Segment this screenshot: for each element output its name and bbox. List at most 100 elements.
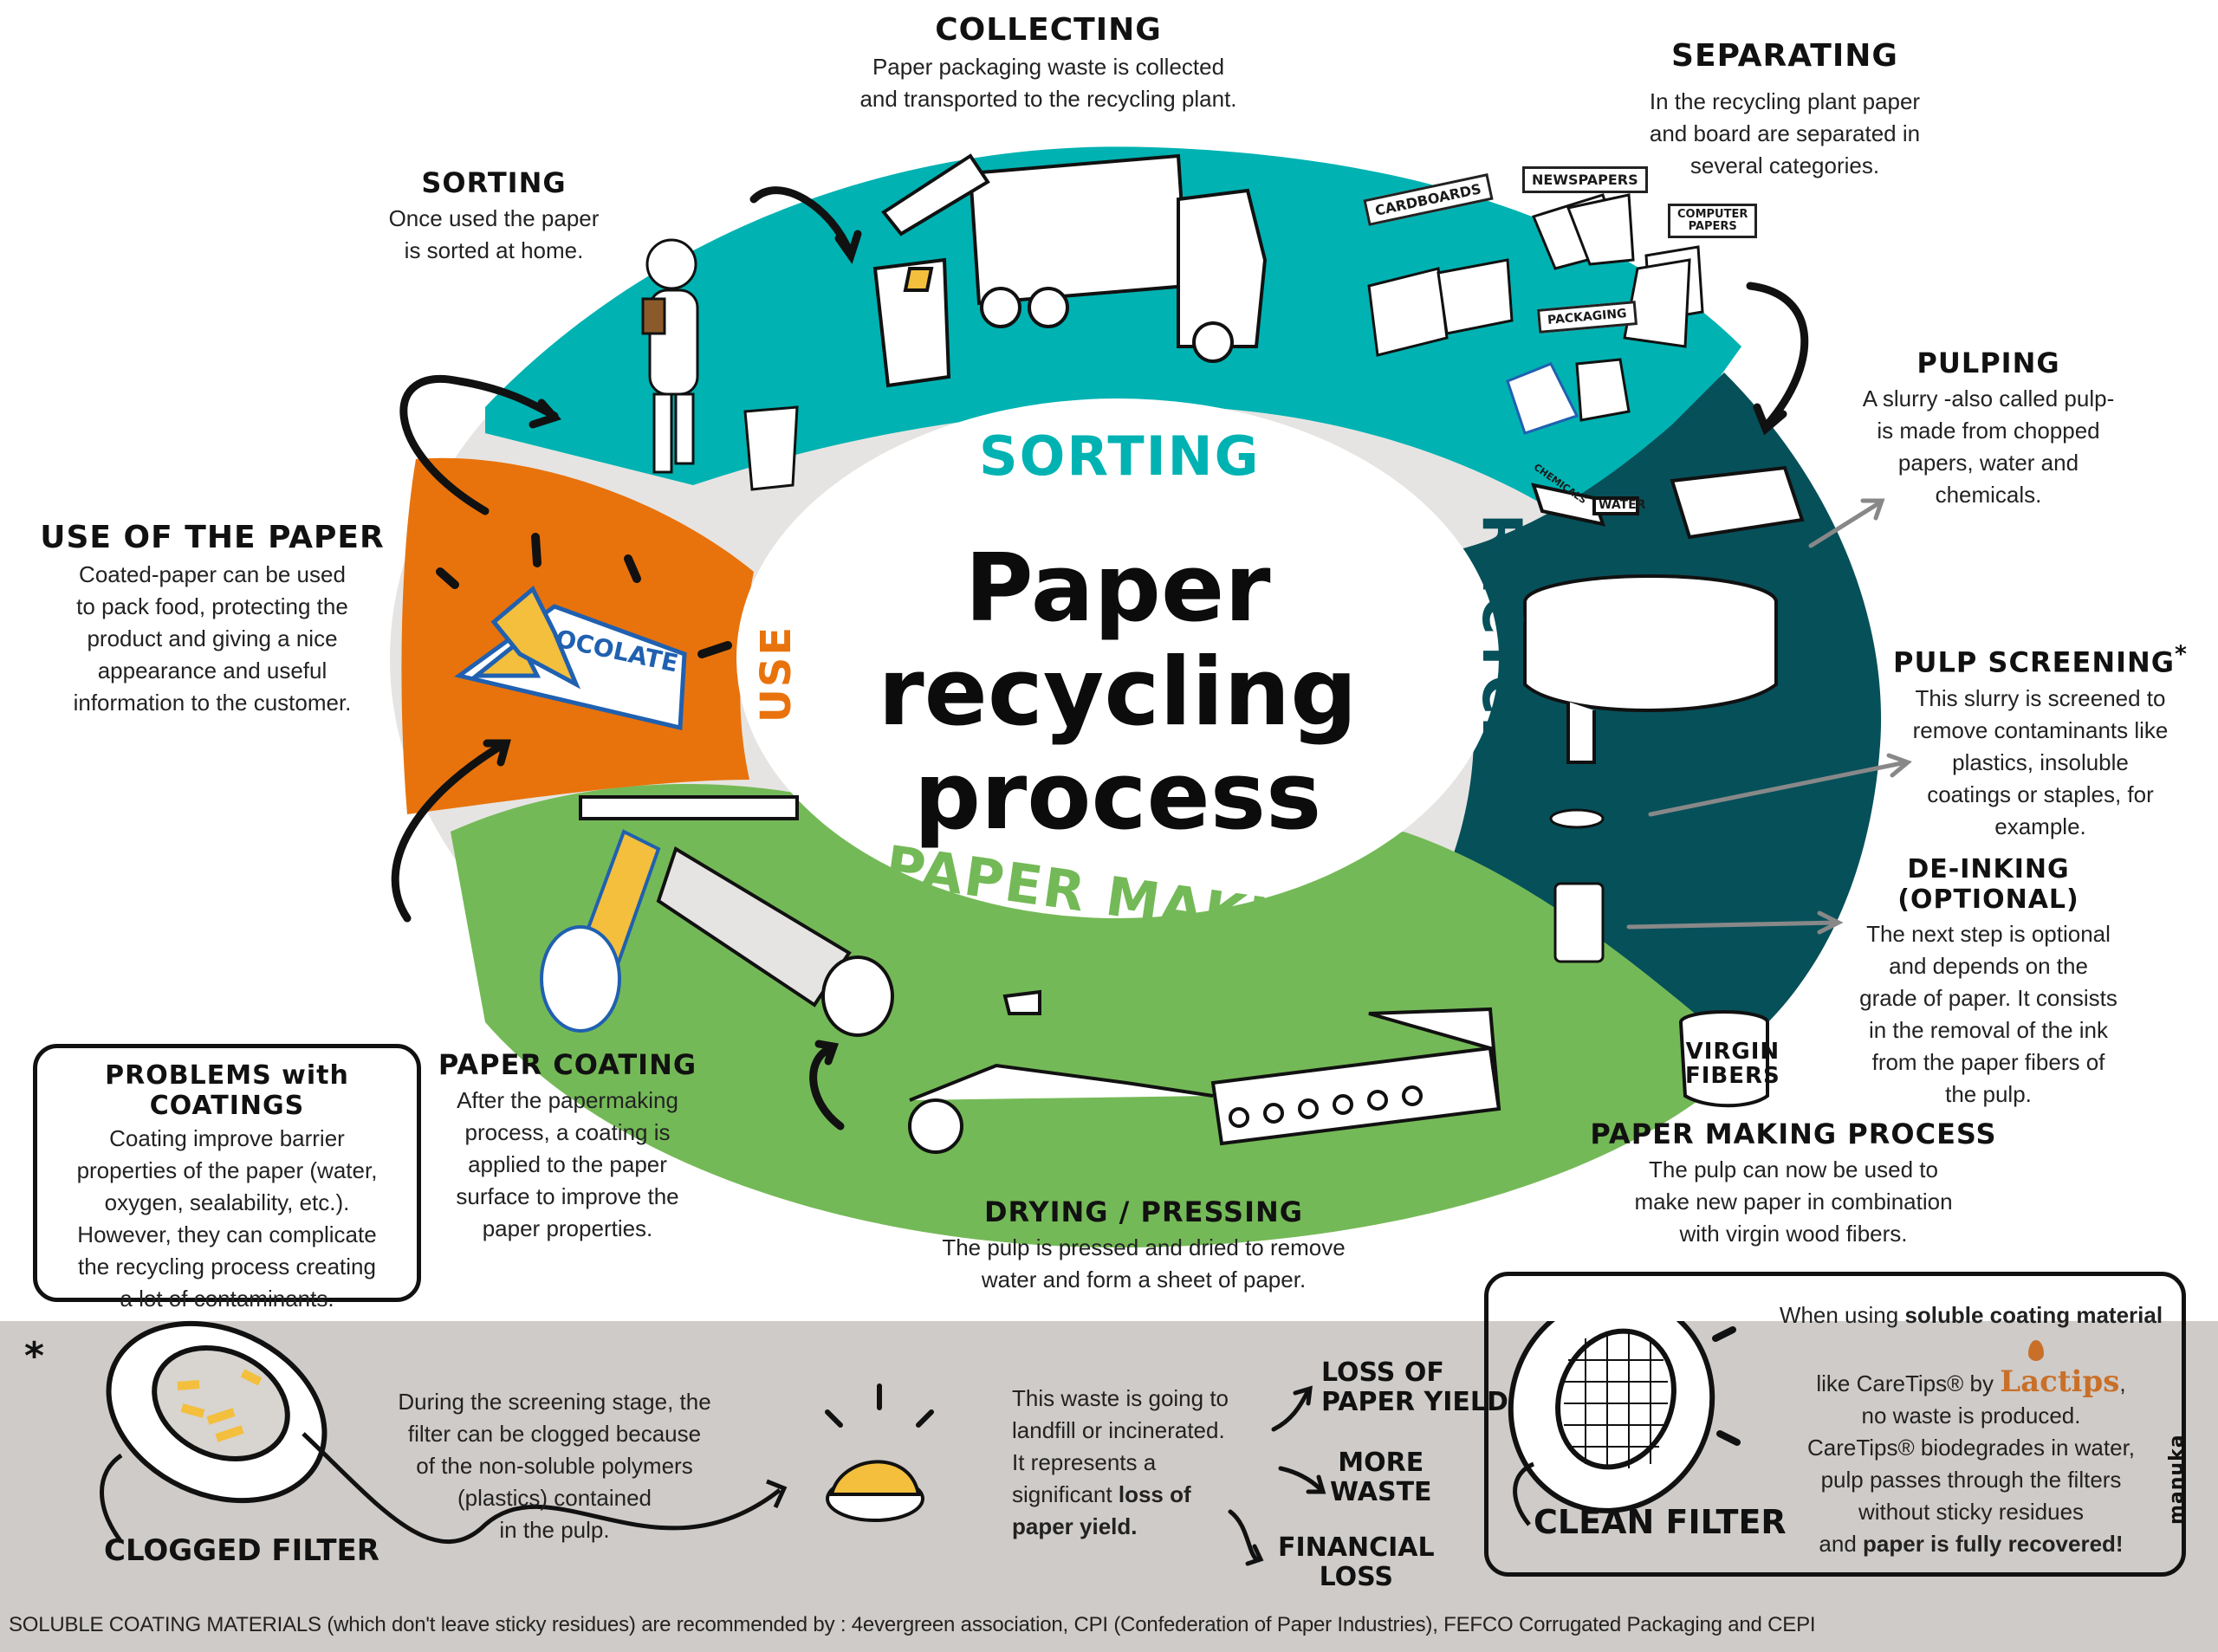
segment-sorting: [485, 146, 1741, 537]
desc-line: However, they can complicate: [77, 1221, 377, 1247]
desc-line: This slurry is screened to: [1915, 684, 2166, 711]
step-desc: The pulp is pressed and dried to remove …: [892, 1232, 1395, 1296]
desc-line: Coated-paper can be used: [79, 561, 346, 587]
title-line-1: Paper: [964, 534, 1271, 643]
consequence-more-waste: MORE WASTE: [1330, 1448, 1432, 1507]
desc-line: surface to improve the: [456, 1183, 679, 1209]
tag-computer-line1: COMPUTER: [1677, 208, 1748, 221]
step-title: SEPARATING: [1671, 38, 1898, 74]
consequence-line: PAPER YIELD: [1321, 1387, 1508, 1417]
problems-with-coatings-box: PROBLEMS with COATINGS Coating improve b…: [33, 1044, 421, 1312]
desc-line: Coating improve barrier: [109, 1125, 345, 1151]
screening-explanation: During the screening stage, the filter c…: [373, 1386, 736, 1546]
main-title: Paper recycling process: [875, 537, 1360, 849]
segment-label-recycling: RECYCLING: [1470, 513, 1534, 867]
problems-title: PROBLEMS with COATINGS: [105, 1060, 349, 1121]
clogged-filter-illustration: [106, 1320, 328, 1504]
consequence-line: LOSS OF: [1321, 1357, 1444, 1388]
plain-text: ,: [2119, 1370, 2126, 1396]
step-title: USE OF THE PAPER: [40, 520, 385, 555]
desc-line: in the pulp.: [499, 1517, 610, 1543]
desc-line: This waste is going to: [1012, 1385, 1229, 1411]
clean-filter-label: CLEAN FILTER: [1534, 1503, 1787, 1541]
step-title: SORTING: [421, 166, 567, 199]
person-sorting-illustration: [641, 238, 699, 474]
desc-line: in the removal of the ink: [1868, 1017, 2109, 1043]
lactips-logo: Lactips: [2000, 1364, 2120, 1399]
clean-line-1: When using soluble coating material: [1759, 1299, 2183, 1331]
step-desc: Once used the paper is sorted at home.: [355, 203, 632, 267]
desc-plain: significant: [1012, 1481, 1119, 1507]
recycling-bin-large: [872, 257, 951, 388]
desc-line: Once used the paper: [388, 205, 600, 231]
desc-line: is sorted at home.: [404, 237, 584, 263]
virgin-line2: FIBERS: [1685, 1063, 1780, 1089]
desc-line: a lot of contaminants.: [120, 1286, 334, 1312]
desc-line: remove contaminants like: [1912, 716, 2169, 743]
consequence-line: LOSS: [1319, 1562, 1394, 1592]
clogged-filter-label: CLOGGED FILTER: [104, 1533, 379, 1568]
consequence-line: WASTE: [1330, 1477, 1432, 1507]
clean-filter-illustration: [1508, 1292, 1741, 1513]
spacer: [1759, 1331, 2183, 1366]
desc-line: information to the customer.: [73, 690, 352, 716]
clean-line-4: CareTips® biodegrades in water,: [1806, 1435, 2136, 1461]
arrow-coating-to-use: [391, 741, 507, 923]
clean-line-6: without sticky residues: [1858, 1499, 2085, 1525]
desc-line: several categories.: [1689, 152, 1880, 178]
desc-line: the pulp.: [1945, 1081, 2032, 1107]
desc-line: (plastics) contained: [457, 1485, 652, 1511]
title-line-3: process: [913, 742, 1322, 851]
clean-filter-box: [1484, 1272, 2186, 1577]
desc-line: chemicals.: [1935, 482, 2042, 508]
desc-line: The pulp can now be used to: [1649, 1156, 1938, 1182]
step-desc: In the recycling plant paper and board a…: [1612, 86, 1958, 182]
step-collecting: COLLECTING Paper packaging waste is coll…: [806, 12, 1291, 115]
arrow-drying-to-coating: [809, 1044, 845, 1130]
desc-line: Paper packaging waste is collected: [872, 54, 1225, 80]
title-line-2: recycling: [878, 638, 1358, 747]
paper-machine-illustration: [908, 989, 1501, 1154]
footnote-asterisk: *: [2175, 641, 2188, 668]
desc-line: appearance and useful: [97, 658, 328, 683]
step-pulping: PULPING A slurry -also called pulp- is m…: [1828, 347, 2149, 511]
desc-line: is made from chopped: [1877, 418, 2100, 444]
step-de-inking: DE-INKING (OPTIONAL) The next step is op…: [1828, 854, 2149, 1111]
step-use-of-paper: USE OF THE PAPER Coated-paper can be use…: [39, 520, 386, 719]
footnote-asterisk-bottom: *: [24, 1334, 46, 1378]
computer-papers-illustration: [1623, 245, 1704, 348]
consequence-financial-loss: FINANCIAL LOSS: [1278, 1533, 1435, 1592]
desc-line: make new paper in combination: [1634, 1189, 1953, 1215]
desc-line: It represents a: [1012, 1449, 1157, 1475]
desc-line: from the paper fibers of: [1871, 1049, 2105, 1075]
desc-line: process, a coating is: [464, 1119, 671, 1145]
recycling-bin-small: [743, 405, 799, 491]
bold-text: paper is fully recovered!: [1863, 1531, 2124, 1557]
desc-line: and board are separated in: [1649, 120, 1921, 146]
desc-line: After the papermaking: [457, 1087, 678, 1113]
step-desc: A slurry -also called pulp- is made from…: [1828, 383, 2149, 511]
desc-line: A slurry -also called pulp-: [1862, 385, 2115, 411]
virgin-line1: VIRGIN: [1685, 1039, 1780, 1065]
desc-bold: paper yield.: [1012, 1513, 1138, 1539]
bold-text: soluble coating material: [1904, 1302, 2163, 1328]
clean-line-5: pulp passes through the filters: [1820, 1467, 2122, 1493]
clean-label-arrow: [1513, 1461, 1535, 1526]
tag-computer-line2: PAPERS: [1688, 220, 1737, 233]
clean-filter-explanation: When using soluble coating material like…: [1759, 1299, 2183, 1560]
step-title: PAPER MAKING PROCESS: [1590, 1118, 1997, 1150]
clean-line-3: no waste is produced.: [1861, 1403, 2081, 1428]
desc-line: filter can be clogged because: [407, 1421, 702, 1447]
segment-label-sorting: SORTING: [979, 424, 1261, 488]
step-desc: Paper packaging waste is collected and t…: [806, 51, 1291, 115]
desc-line: grade of paper. It consists: [1859, 985, 2117, 1011]
pulping-vat-illustration: [1523, 465, 1805, 764]
desc-line: and transported to the recycling plant.: [859, 86, 1237, 112]
step-paper-making-process: PAPER MAKING PROCESS The pulp can now be…: [1586, 1118, 2001, 1250]
plain-text: and: [1819, 1531, 1864, 1557]
desc-line: to pack food, protecting the: [76, 593, 348, 619]
newspapers-illustration: [1531, 193, 1635, 270]
step-pulp-screening: PULP SCREENING* This slurry is screened …: [1880, 641, 2201, 843]
desc-line: paper yield.: [1012, 1511, 1289, 1543]
